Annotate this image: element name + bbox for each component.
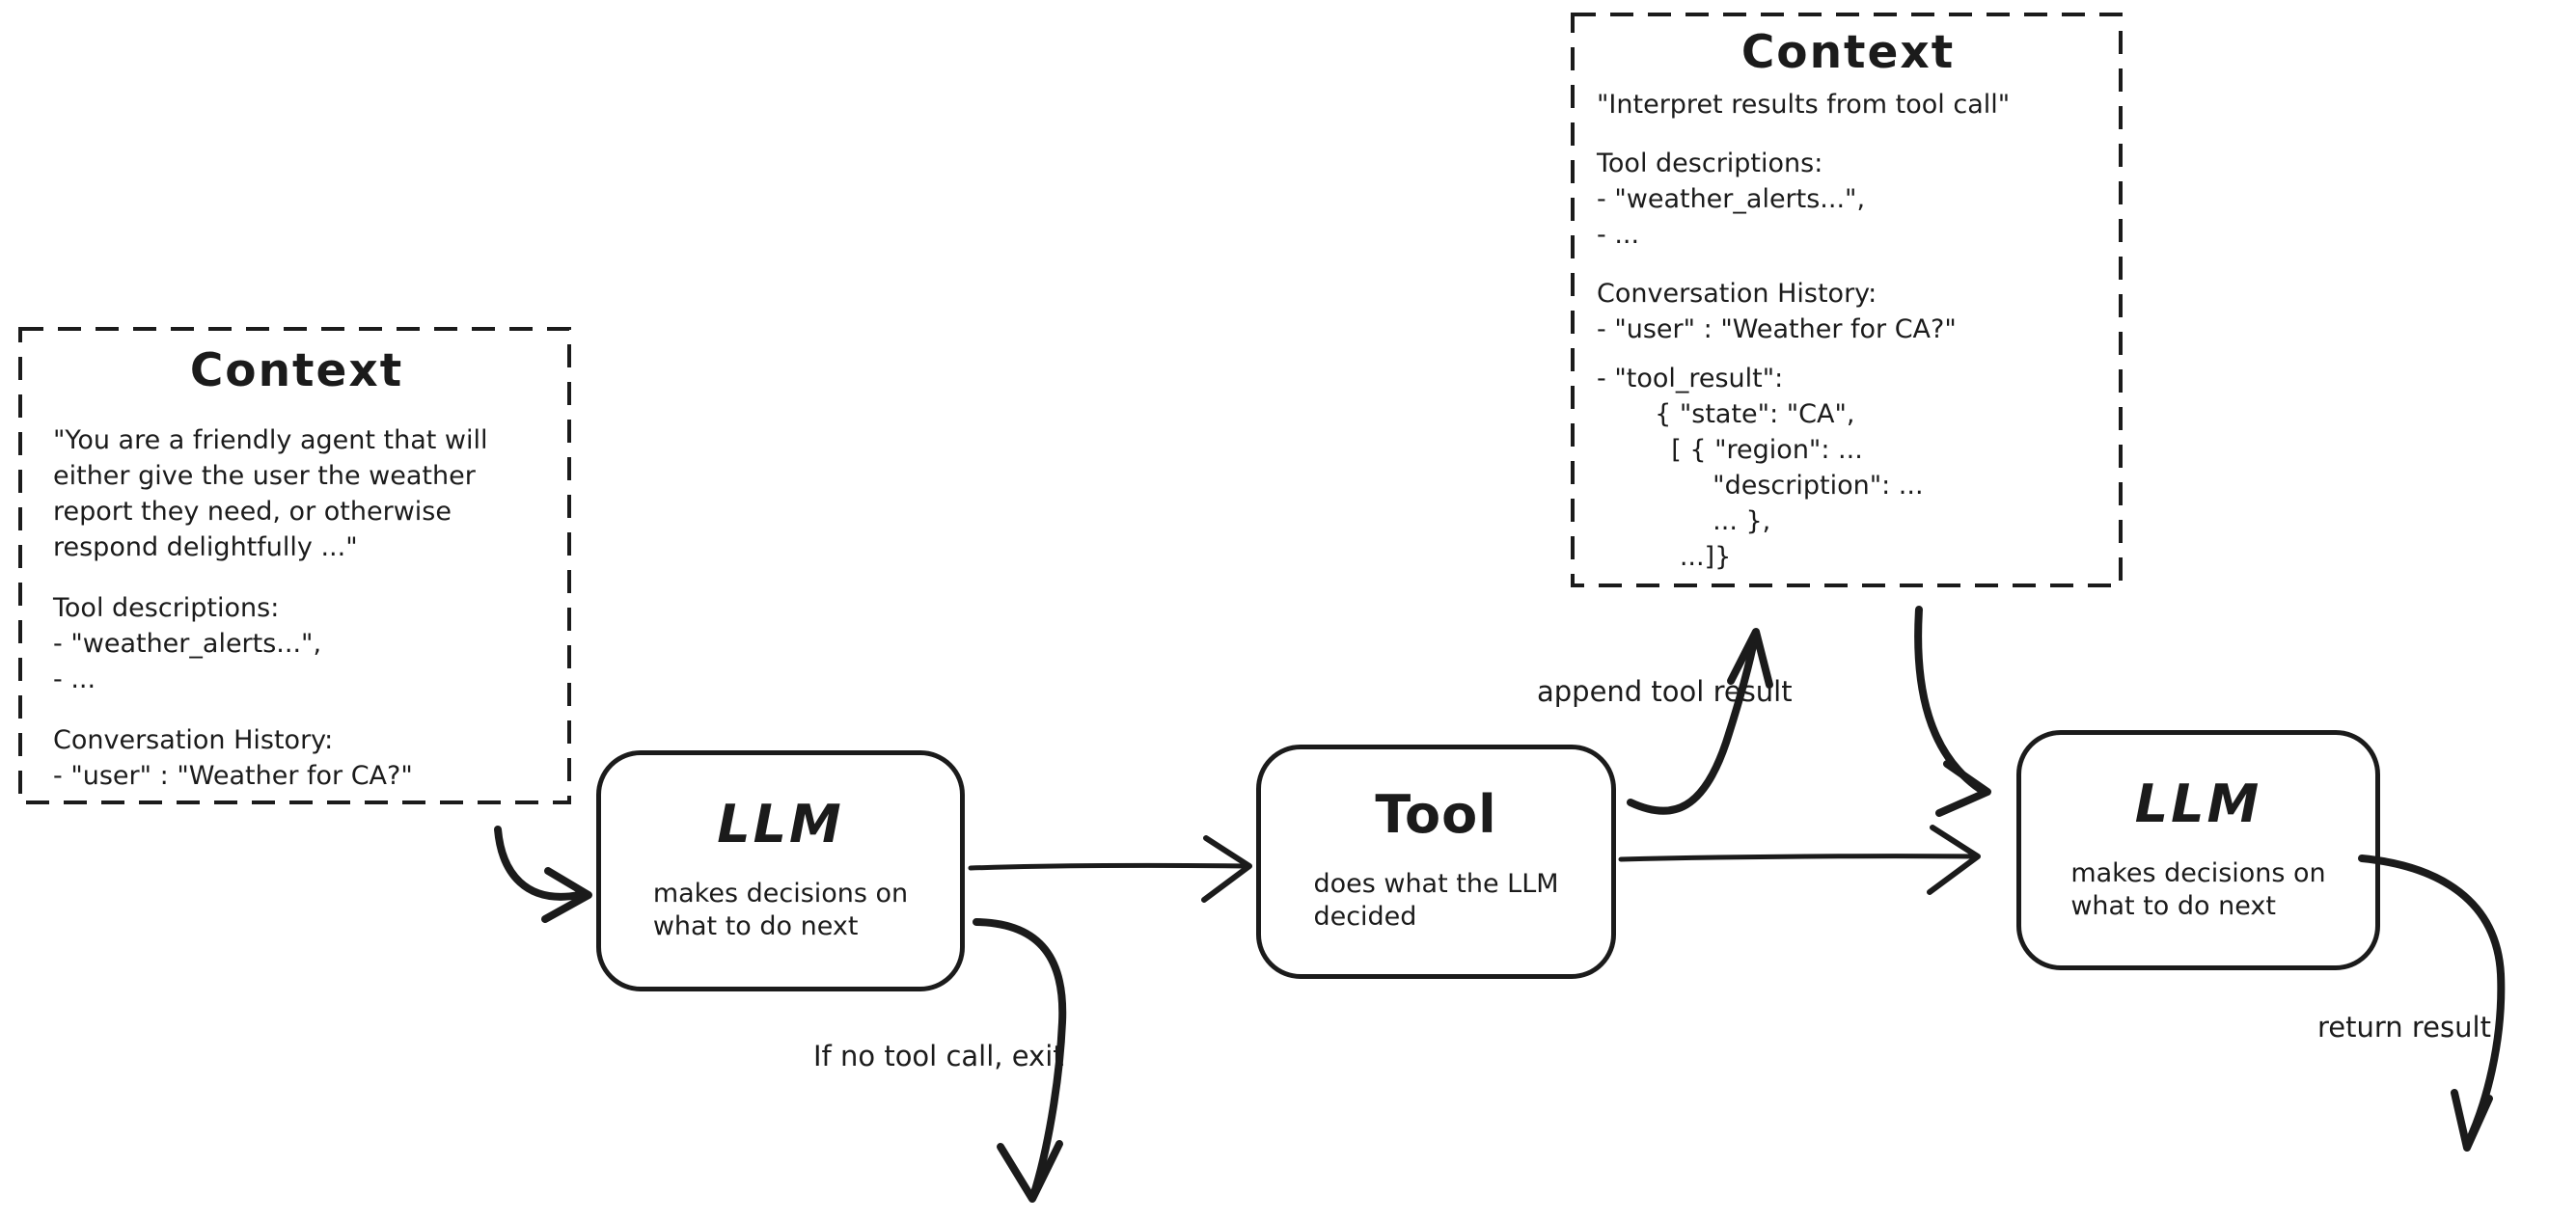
arrow-context-right-to-llm2 xyxy=(1914,606,1991,817)
text-line: "description": ... xyxy=(1597,471,1924,501)
tool-title: Tool xyxy=(1375,784,1497,845)
arrow-llm2-return xyxy=(2358,855,2506,1152)
text-line: Conversation History: xyxy=(1597,279,1877,309)
arrow-tool-to-llm2 xyxy=(1618,825,1981,895)
context-right-title: Context xyxy=(1740,26,1956,79)
text-line: Tool descriptions: xyxy=(53,593,280,623)
text-line: ... }, xyxy=(1597,506,1771,536)
context-right-tool-result: - "tool_result": { "state": "CA", [ { "r… xyxy=(1597,361,2099,575)
text-line: "You are a friendly agent that will xyxy=(53,425,488,455)
context-left-conversation-history: Conversation History: - "user" : "Weathe… xyxy=(53,722,540,794)
label-append-tool-result: append tool result xyxy=(1537,675,1793,708)
node-llm-2: LLM makes decisions on what to do next xyxy=(2016,730,2380,970)
context-left-title: Context xyxy=(189,344,404,397)
context-right-tool-descriptions: Tool descriptions: - "weather_alerts..."… xyxy=(1597,146,2099,253)
context-left-tool-descriptions: Tool descriptions: - "weather_alerts..."… xyxy=(53,590,540,697)
text-line: - "user" : "Weather for CA?" xyxy=(1597,314,1957,344)
tool-subtitle-text: does what the LLM decided xyxy=(1313,868,1559,932)
text-line: ...]} xyxy=(1597,542,1732,572)
llm-1-subtitle: makes decisions on what to do next xyxy=(653,878,908,943)
text-line: - "user" : "Weather for CA?" xyxy=(53,761,413,791)
text-line: { "state": "CA", xyxy=(1597,399,1855,429)
text-line: - "weather_alerts...", xyxy=(1597,184,1866,214)
arrow-context-left-to-llm1 xyxy=(494,826,592,923)
text-line: either give the user the weather xyxy=(53,461,476,491)
node-context-left: Context "You are a friendly agent that w… xyxy=(20,329,569,802)
text-line: respond delightfully ..." xyxy=(53,532,358,562)
text-line: report they need, or otherwise xyxy=(53,497,452,527)
context-right-conversation-history: Conversation History: - "user" : "Weathe… xyxy=(1597,276,2099,347)
context-left-border xyxy=(18,327,571,804)
llm-1-title: LLM xyxy=(717,794,844,855)
text-line: - ... xyxy=(1597,220,1640,250)
node-llm-1: LLM makes decisions on what to do next xyxy=(596,750,965,991)
llm-2-subtitle-text: makes decisions on what to do next xyxy=(2070,857,2326,921)
text-line: - ... xyxy=(53,665,96,694)
context-left-system-prompt: "You are a friendly agent that will eith… xyxy=(53,422,540,565)
context-right-instruction: "Interpret results from tool call" xyxy=(1597,87,2099,122)
arrow-llm1-to-tool xyxy=(968,835,1252,903)
label-return-result: return result xyxy=(2317,1011,2491,1044)
arrow-llm1-exit xyxy=(973,918,1067,1203)
label-if-no-tool-call-exit: If no tool call, exit xyxy=(813,1040,1064,1072)
llm-2-title: LLM xyxy=(2134,773,2262,834)
text-line: Tool descriptions: xyxy=(1597,149,1823,178)
arrow-tool-to-context-right xyxy=(1627,628,1773,815)
llm-2-subtitle: makes decisions on what to do next xyxy=(2070,857,2325,923)
text-line: "Interpret results from tool call" xyxy=(1597,90,2011,120)
context-right-border xyxy=(1571,13,2123,587)
text-line: [ { "region": ... xyxy=(1597,435,1863,465)
text-line: - "tool_result": xyxy=(1597,364,1784,393)
text-line: Conversation History: xyxy=(53,725,334,755)
tool-subtitle: does what the LLM decided xyxy=(1313,868,1558,934)
text-line: - "weather_alerts...", xyxy=(53,629,322,659)
node-tool: Tool does what the LLM decided xyxy=(1256,745,1616,979)
llm-1-subtitle-text: makes decisions on what to do next xyxy=(652,878,909,941)
node-context-right: Context "Interpret results from tool cal… xyxy=(1573,14,2121,585)
